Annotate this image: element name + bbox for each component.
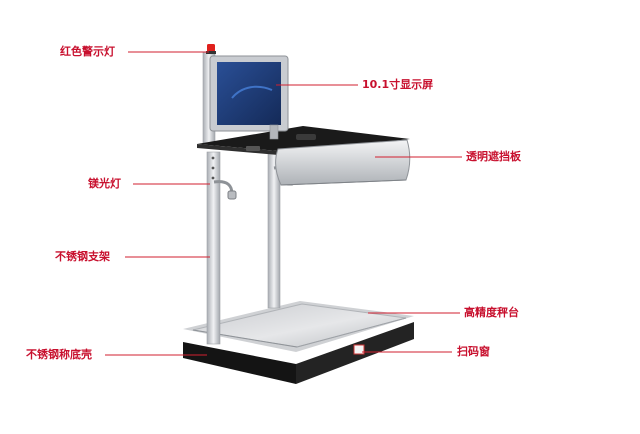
display-monitor: [209, 55, 289, 140]
lamp-left: [213, 180, 237, 200]
warning-light: [206, 44, 216, 54]
top-shelf: [197, 126, 410, 156]
label-scan-window: 扫码窗: [457, 345, 490, 358]
leader-lines: [105, 51, 462, 356]
label-display: 10.1寸显示屏: [362, 78, 434, 91]
label-lamp: 镁光灯: [88, 177, 121, 190]
label-platform: 高精度秤台: [464, 306, 519, 319]
label-shield: 透明遮挡板: [466, 150, 521, 163]
label-warning-light: 红色警示灯: [60, 45, 115, 58]
label-frame: 不锈钢支架: [55, 250, 110, 263]
transparent-shield: [275, 139, 411, 186]
scan-window: [353, 344, 365, 355]
label-shell: 不锈钢称底壳: [26, 348, 92, 361]
lamp-holes: [211, 156, 215, 180]
